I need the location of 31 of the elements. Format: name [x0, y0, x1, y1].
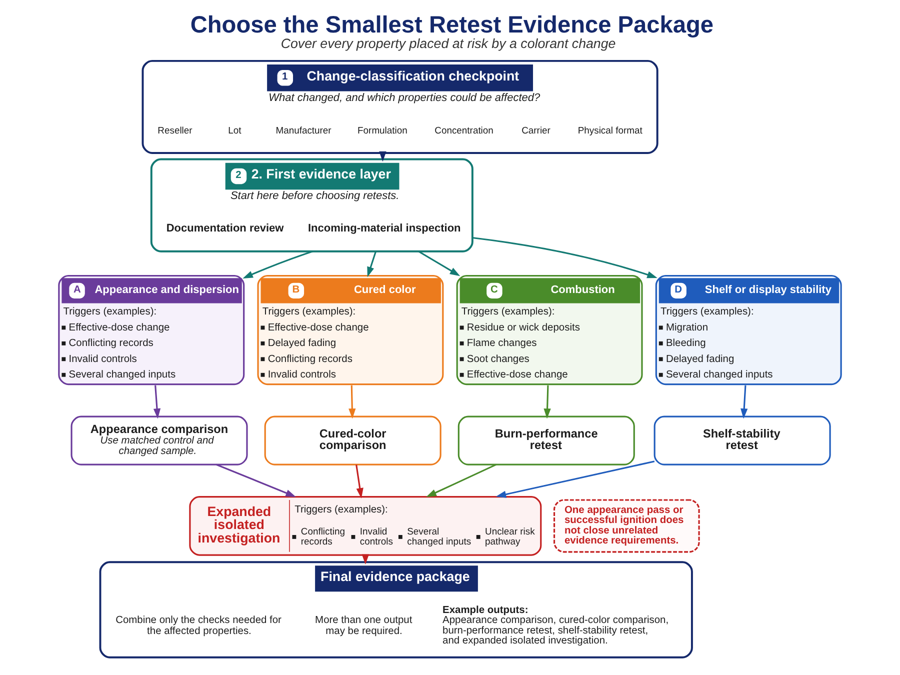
arrow	[740, 385, 748, 419]
node-text: Formulation	[358, 125, 408, 136]
node-text: Concentration	[434, 125, 494, 136]
arrow	[418, 250, 460, 276]
node-text: Documentation review	[166, 222, 284, 234]
node-text: Physical format	[578, 125, 642, 136]
node-text: Lot	[228, 125, 242, 136]
node-box: Cured-color comparison	[264, 416, 442, 466]
node-text: Carrier	[522, 125, 550, 136]
diagram-title: Choose the Smallest Retest Evidence Package	[190, 12, 714, 39]
node-text: More than one output may be required.	[315, 615, 412, 638]
arrow	[367, 251, 377, 278]
arrow	[348, 385, 356, 419]
node-box: Burn-performance retest	[458, 416, 635, 466]
node-box: One appearance pass or successful ignition does not close unrelated evidence requirements.	[553, 499, 700, 553]
node-box: Shelf-stability retest	[654, 416, 831, 466]
caption: Cover every property placed at risk by a colorant change	[280, 36, 616, 52]
arrow	[496, 460, 655, 498]
arrow	[153, 385, 161, 419]
node-text: Manufacturer	[276, 125, 332, 136]
node-text: Incoming-material inspection	[308, 222, 461, 234]
arrow	[356, 464, 364, 498]
arrow	[544, 385, 551, 419]
arrow	[216, 464, 296, 497]
arrow	[472, 236, 658, 278]
node-text: Reseller	[158, 125, 192, 136]
node-text: Example outputs: Appearance comparison, cured-color comparison, burn-performance retest, shelf-stability retest, and expanded isolated investigation.	[442, 604, 669, 647]
arrow	[242, 250, 313, 278]
node-text: Combine only the checks needed for the affected properties.	[116, 615, 282, 638]
node-box: Appearance comparison Use matched control and changed sample.	[70, 416, 248, 466]
arrow	[426, 464, 497, 498]
